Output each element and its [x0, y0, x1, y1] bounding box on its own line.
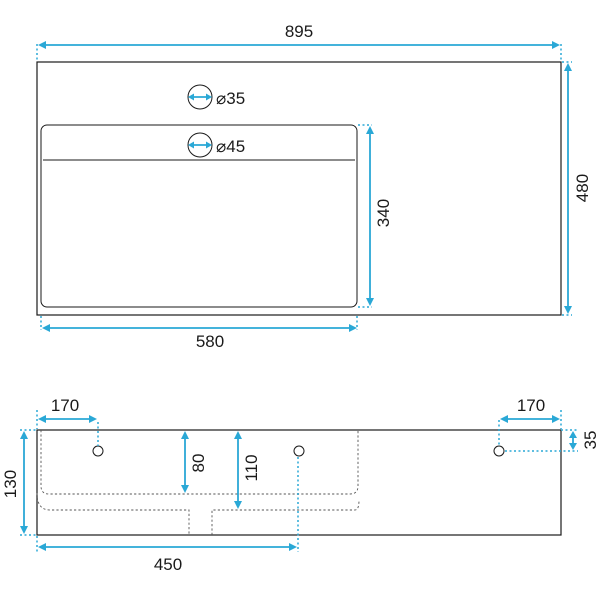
dimension-inner-depth-80-label: 80: [189, 454, 208, 473]
dimension-total-height-label: 130: [1, 470, 20, 498]
dimension-basin-depth-label: 340: [374, 199, 393, 227]
dimension-inner-depth-110: 110: [234, 431, 261, 509]
basin-outline: [40, 124, 358, 308]
dimension-depth-total-label: 480: [573, 174, 592, 202]
overflow-hole-right: [493, 445, 505, 457]
dimension-left-offset-label: 170: [51, 396, 79, 415]
dimension-left-offset: 170: [36, 396, 99, 446]
dimension-width-total: 895: [36, 22, 562, 60]
tap-hole: ⌀35: [187, 84, 245, 110]
sink-outline-front: [36, 429, 562, 536]
tap-hole-diameter-label: ⌀35: [216, 89, 245, 108]
dimension-right-offset-label: 170: [517, 396, 545, 415]
basin-inner-contour-hidden: [40, 430, 359, 495]
sink-outline-top: [36, 61, 562, 316]
overflow-hole-left: [92, 445, 104, 457]
dimension-basin-width-label: 580: [196, 332, 224, 351]
dimension-drain-offset: 450: [36, 457, 299, 574]
drain-hole-diameter-label: ⌀45: [216, 137, 245, 156]
dimension-right-offset: 170: [498, 396, 562, 446]
basin-outer-contour-hidden: [36, 492, 360, 535]
dimension-right-height-label: 35: [581, 431, 600, 450]
top-view: ⌀35 ⌀45 895 480: [36, 22, 592, 351]
dimension-inner-depth-80: 80: [181, 431, 208, 493]
dimension-basin-depth: 340: [358, 124, 393, 308]
drain-hole: ⌀45: [187, 132, 245, 158]
dimension-total-height: 130: [1, 429, 36, 536]
dimension-basin-width: 580: [40, 316, 358, 351]
dimension-depth-total: 480: [562, 61, 592, 316]
dimension-width-total-label: 895: [285, 22, 313, 41]
drain-hole-front: [293, 445, 305, 457]
dimension-drain-offset-label: 450: [154, 555, 182, 574]
dimension-inner-depth-110-label: 110: [242, 454, 261, 481]
front-view: 170 170 35 130: [1, 396, 600, 574]
dimension-right-height: 35: [505, 429, 600, 452]
